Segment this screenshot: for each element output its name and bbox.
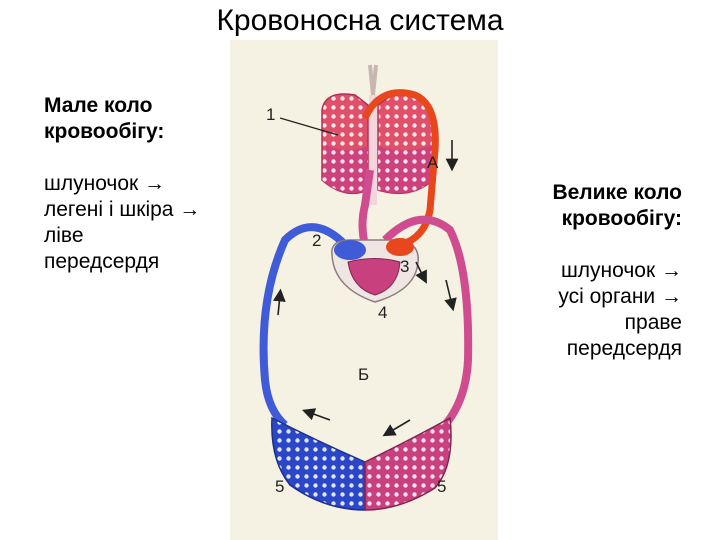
arrow-down-right bbox=[444, 279, 457, 312]
label-A: А bbox=[427, 153, 439, 172]
lungs-capillary-network bbox=[321, 93, 434, 205]
flow-arrows bbox=[272, 140, 459, 437]
label-4: 4 bbox=[378, 303, 387, 322]
systemic-path-line-2: усі органи → bbox=[558, 285, 682, 308]
pulmonary-path-line-2: легені і шкіра → bbox=[44, 198, 201, 221]
systemic-vein bbox=[259, 223, 354, 428]
page-title: Кровоносна система bbox=[216, 4, 504, 37]
arrow-up-left bbox=[272, 288, 286, 316]
label-5-right: 5 bbox=[437, 477, 446, 496]
pulmonary-circulation-text: Мале коло кровообігу: шлуночок → легені … bbox=[44, 93, 234, 275]
systemic-path-line-1: шлуночок → bbox=[560, 259, 682, 282]
pulmonary-path-line-1: шлуночок → bbox=[44, 172, 166, 195]
systemic-heading-line-1: Велике коло bbox=[552, 181, 682, 204]
systemic-heading-line-2: кровообігу: bbox=[561, 207, 682, 230]
pulmonary-vein bbox=[361, 89, 439, 249]
label-2: 2 bbox=[312, 231, 321, 250]
arrow-near-heart bbox=[415, 261, 427, 284]
trachea bbox=[368, 64, 378, 96]
arrow-right-bottom bbox=[382, 419, 411, 437]
systemic-circulation-text: Велике коло кровообігу: шлуночок → усі о… bbox=[492, 180, 682, 362]
circulation-diagram: 1 2 3 4 5 5 А Б bbox=[259, 64, 473, 511]
label-B: Б bbox=[358, 365, 369, 384]
label-1-leader bbox=[279, 117, 339, 136]
pulmonary-path-line-4: передсердя bbox=[44, 250, 160, 273]
pulmonary-path-line-3: ліве bbox=[44, 224, 84, 247]
organs-capillary-network bbox=[271, 416, 452, 511]
left-atrium bbox=[386, 238, 414, 256]
right-atrium bbox=[334, 240, 366, 260]
label-3: 3 bbox=[400, 257, 409, 276]
ventricle bbox=[347, 258, 401, 296]
systemic-path-line-3: праве bbox=[624, 311, 682, 334]
arrow-left-bottom bbox=[301, 408, 331, 421]
systemic-path-line-4: передсердя bbox=[566, 337, 682, 360]
pulmonary-heading-line-2: кровообігу: bbox=[44, 120, 165, 143]
label-5-left: 5 bbox=[275, 477, 284, 496]
pulmonary-heading-line-1: Мале коло bbox=[44, 94, 153, 117]
circulatory-system-figure: 1 2 3 4 5 5 А Б bbox=[230, 40, 498, 540]
aorta bbox=[382, 215, 473, 428]
heart bbox=[331, 238, 419, 303]
label-1: 1 bbox=[266, 105, 275, 124]
